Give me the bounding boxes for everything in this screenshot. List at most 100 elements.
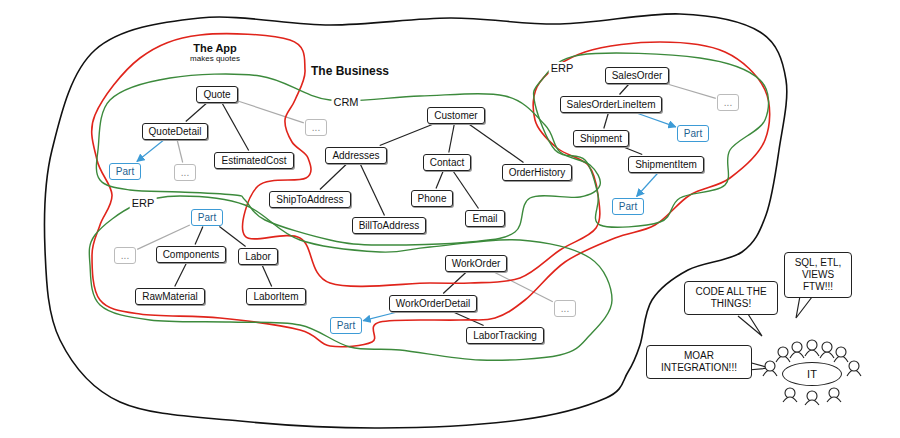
entity-box: SalesOrderLineItem xyxy=(560,96,663,113)
speech-bubble: SQL, ETL, VIEWS FTW!!! xyxy=(784,252,852,298)
entity-label: SalesOrderLineItem xyxy=(567,98,656,111)
entity-box: QuoteDetail xyxy=(142,123,209,140)
connector xyxy=(604,114,608,129)
entity-box: EstimatedCost xyxy=(214,152,293,169)
entity-label: Part xyxy=(198,211,216,224)
ellipsis-box: ... xyxy=(174,164,196,181)
entity-label: Contact xyxy=(430,156,464,169)
entity-box: ShipToAddress xyxy=(269,191,350,208)
connector xyxy=(262,266,271,287)
entity-label: Part xyxy=(337,319,355,332)
entity-label: OrderHistory xyxy=(509,166,566,179)
entity-box: ShipmentItem xyxy=(628,156,704,173)
ellipsis-box: ... xyxy=(114,247,136,264)
connector xyxy=(195,227,203,245)
connector xyxy=(620,85,629,95)
entity-label: WorkOrderDetail xyxy=(396,297,470,310)
entity-label: WorkOrder xyxy=(452,257,501,270)
entity-box: OrderHistory xyxy=(502,164,573,181)
entity-box: LaborTracking xyxy=(466,327,544,344)
region-outline-path xyxy=(44,14,786,428)
entity-box: Quote xyxy=(196,86,237,103)
entity-label: ShipToAddress xyxy=(276,193,343,206)
entity-box: LaborItem xyxy=(246,288,305,305)
entity-box: Email xyxy=(465,210,504,227)
entity-label: Email xyxy=(472,212,497,225)
speech-text: CODE ALL THE THINGS! xyxy=(691,286,771,310)
entity-label: LaborTracking xyxy=(473,329,537,342)
entity-label: QuoteDetail xyxy=(149,125,202,138)
region-label: ERP xyxy=(549,62,576,74)
region-label: The App xyxy=(191,42,239,54)
part-box: Part xyxy=(109,163,141,180)
part-box: Part xyxy=(191,209,223,226)
entity-label: RawMaterial xyxy=(142,290,198,303)
connector xyxy=(637,174,658,197)
connector xyxy=(219,227,245,247)
entity-label: Customer xyxy=(434,109,477,122)
entity-label: BillToAddress xyxy=(359,219,420,232)
entity-label: Shipment xyxy=(580,132,622,145)
speech-text: SQL, ETL, VIEWS FTW!!! xyxy=(791,257,845,293)
entity-box: WorkOrderDetail xyxy=(389,295,477,312)
entity-box: Customer xyxy=(427,107,484,124)
part-box: Part xyxy=(612,198,644,215)
speech-bubble: MOAR INTEGRATION!!! xyxy=(646,345,752,379)
entity-label: Part xyxy=(116,165,134,178)
speech-text: MOAR INTEGRATION!!! xyxy=(653,350,745,374)
speech-bubble: CODE ALL THE THINGS! xyxy=(684,281,778,315)
entity-label: Part xyxy=(684,127,702,140)
entity-label: ... xyxy=(561,302,569,315)
region-outline-path xyxy=(92,34,770,347)
entity-box: Contact xyxy=(423,154,471,171)
entity-label: ... xyxy=(121,249,129,262)
entity-label: Labor xyxy=(245,250,271,263)
people-around-table xyxy=(763,340,861,405)
region-label: ERP xyxy=(130,197,157,209)
region-sublabel: makes quotes xyxy=(188,55,242,64)
entity-label: ... xyxy=(312,121,320,134)
entity-label: Components xyxy=(163,248,220,261)
region-outline-path xyxy=(96,74,600,245)
region-outline-path xyxy=(89,196,612,360)
connector xyxy=(638,114,676,127)
connector xyxy=(453,172,478,209)
table-label: IT xyxy=(807,368,817,380)
connector xyxy=(454,313,483,326)
part-box: Part xyxy=(677,125,709,142)
ellipsis-box: ... xyxy=(717,94,739,111)
entity-label: Addresses xyxy=(332,149,379,162)
entity-box: Components xyxy=(156,246,227,263)
ellipsis-box: ... xyxy=(305,119,327,136)
entity-label: LaborItem xyxy=(253,290,298,303)
entity-label: ... xyxy=(724,96,732,109)
connector xyxy=(669,85,716,99)
region-outline-path xyxy=(534,53,769,227)
entity-box: Shipment xyxy=(573,130,629,147)
region-label: CRM xyxy=(331,96,360,108)
connector xyxy=(137,141,163,162)
entity-box: WorkOrder xyxy=(445,255,508,272)
connector xyxy=(361,165,385,216)
connector xyxy=(239,101,304,123)
entity-box: Labor xyxy=(238,248,278,265)
entity-box: Phone xyxy=(411,190,454,207)
connector xyxy=(175,264,187,287)
connector xyxy=(137,225,190,249)
connector xyxy=(320,165,346,190)
connector xyxy=(495,273,553,302)
entity-label: ... xyxy=(181,166,189,179)
connector xyxy=(177,141,182,163)
connector xyxy=(380,125,433,146)
entity-label: Quote xyxy=(203,88,230,101)
entity-box: SalesOrder xyxy=(605,67,670,84)
